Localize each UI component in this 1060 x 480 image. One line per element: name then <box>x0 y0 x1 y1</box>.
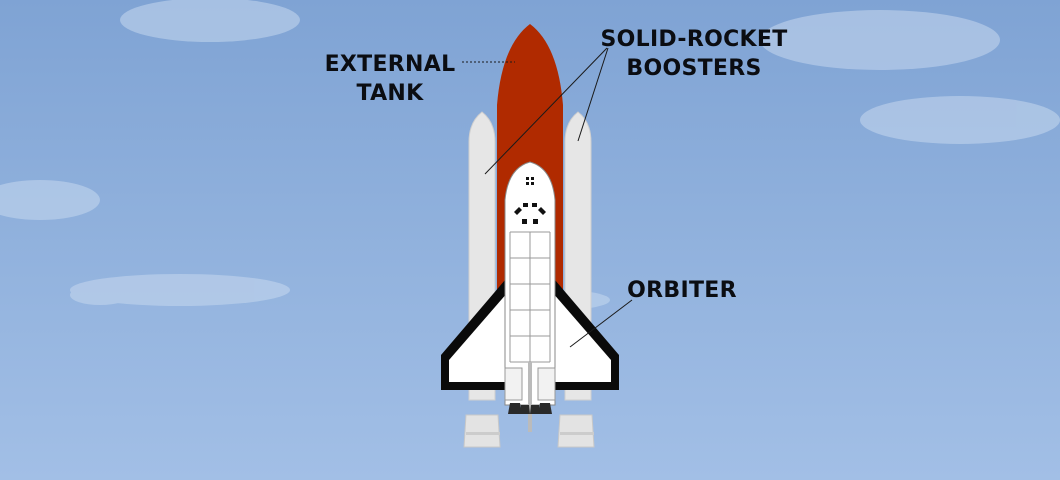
label-solid-rocket-boosters-line-1: SOLID-ROCKET <box>600 27 788 52</box>
leader-line-booster-left <box>484 47 608 175</box>
leader-line-orbiter <box>569 299 633 348</box>
main-engines <box>508 403 552 414</box>
leader-lines <box>462 47 633 348</box>
payload-bay-doors <box>509 231 551 363</box>
orbiter <box>441 161 619 432</box>
left-solid-rocket-booster <box>463 111 501 448</box>
label-orbiter-text: ORBITER <box>627 278 737 303</box>
right-solid-rocket-booster <box>557 111 595 448</box>
label-solid-rocket-boosters-line-2: BOOSTERS <box>626 56 762 81</box>
label-external-tank: EXTERNAL TANK <box>322 50 458 108</box>
orbiter-nose <box>511 166 549 205</box>
vertical-tail <box>528 362 532 432</box>
right-oms-pod <box>537 367 556 401</box>
leader-line-booster-right <box>577 47 609 142</box>
cockpit-windows <box>514 177 546 224</box>
label-orbiter: ORBITER <box>622 276 742 305</box>
label-external-tank-line-1: EXTERNAL <box>324 52 456 77</box>
left-oms-pod <box>504 367 523 401</box>
label-solid-rocket-boosters: SOLID-ROCKET BOOSTERS <box>596 25 792 83</box>
label-external-tank-line-2: TANK <box>356 81 424 106</box>
clouds <box>0 0 1060 310</box>
